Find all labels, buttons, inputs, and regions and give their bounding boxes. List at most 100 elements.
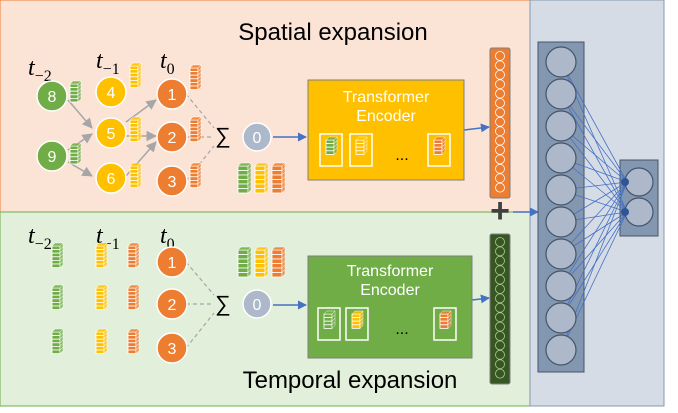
temporal-node-3-label: 3 [168, 341, 177, 358]
spatial-time-label-t-2: t−2 [28, 55, 52, 85]
spatial-feature-5 [129, 116, 142, 143]
network-connection-line [560, 125, 628, 213]
spatial-output-element [495, 88, 505, 99]
spatial-output-element [495, 51, 505, 61]
temporal-title: Temporal expansion [243, 367, 458, 394]
spatial-encoder-title-line2: Encoder [356, 108, 416, 125]
network-output-node [624, 167, 654, 197]
network-output-node [624, 197, 654, 227]
temporal-encoder-token-1-cube [323, 310, 336, 330]
temporal-node-2: 2 [156, 288, 188, 320]
spatial-output-element [495, 69, 505, 80]
temporal-output-element [495, 340, 505, 351]
temporal-encoder-token-3 [433, 307, 457, 341]
spatial-sum-feature-green [237, 162, 252, 194]
spatial-node-6: 6 [95, 162, 127, 194]
spatial-output-element [495, 60, 505, 71]
spatial-encoder-token-1 [319, 133, 343, 167]
spatial-encoder-token-2 [349, 133, 373, 167]
spatial-node-8-label: 8 [48, 89, 57, 106]
temporal-node-3: 3 [156, 332, 188, 364]
temporal-output-element [495, 349, 505, 360]
spatial-encoder-ellipsis: ... [395, 147, 408, 164]
spatial-feature-1 [189, 64, 202, 91]
temporal-sum-dashed-edges [185, 261, 215, 349]
network-hidden-node [545, 270, 577, 302]
spatial-node-2: 2 [156, 121, 188, 153]
spatial-output-element [495, 98, 505, 108]
spatial-node-8: 8 [36, 80, 68, 112]
temporal-encoder-token-1 [317, 307, 341, 341]
spatial-node-4-label: 4 [107, 85, 116, 102]
temporal-output-element [495, 274, 505, 285]
network-connection-line [560, 93, 628, 183]
spatial-output-element [495, 79, 505, 90]
spatial-title: Spatial expansion [238, 19, 427, 46]
temporal-feature-t-2-row2 [51, 284, 64, 311]
temporal-output-element [495, 368, 505, 379]
temporal-feature-t0-row3 [127, 328, 140, 355]
network-hidden-node [545, 78, 577, 110]
temporal-encoder-token-2-cube [351, 310, 364, 330]
temporal-time-label-t0: t0 [160, 223, 175, 253]
temporal-output-element [495, 237, 505, 247]
spatial-node-1: 1 [156, 78, 188, 110]
network-hidden-node [545, 334, 577, 366]
spatial-sum-node-label: 0 [253, 130, 262, 147]
network-hidden-node [545, 238, 577, 270]
network-connection-line [560, 61, 628, 183]
spatial-node-6-label: 6 [107, 171, 116, 188]
temporal-transformer-encoder [307, 255, 473, 359]
spatial-output-element [495, 135, 505, 146]
temporal-node-1-label: 1 [168, 255, 177, 272]
temporal-output-element [495, 265, 505, 276]
temporal-sum-node-label: 0 [253, 297, 262, 314]
flow-arrows [273, 123, 539, 310]
network-input-dot [621, 208, 629, 216]
network-hidden-node [545, 174, 577, 206]
spatial-encoder-title-line1: Transformer [343, 89, 430, 106]
temporal-output-element [495, 293, 505, 304]
temporal-sum-node: 0 [242, 289, 272, 319]
spatial-time-label-t0: t0 [160, 48, 175, 78]
temporal-encoder-ellipsis: ... [395, 321, 408, 338]
temporal-sum-feature-green [237, 246, 252, 278]
network-input-dot [621, 178, 629, 186]
spatial-output-element [495, 107, 505, 118]
temporal-encoder-token-3-cube [439, 310, 452, 330]
spatial-node-1-label: 1 [168, 87, 177, 104]
spatial-output-element [495, 126, 505, 137]
spatial-output-element [495, 163, 505, 174]
network-hidden-node [545, 206, 577, 238]
spatial-sum-node: 0 [242, 122, 272, 152]
network-nodes [545, 46, 654, 366]
combine-plus-icon: + [490, 192, 510, 230]
spatial-node-2-label: 2 [168, 130, 177, 147]
network-hidden-node [545, 142, 577, 174]
network-connection-line [560, 181, 628, 287]
spatial-feature-3 [189, 162, 202, 189]
spatial-encoder-token-1-cube [325, 136, 338, 156]
spatial-output-element [495, 154, 505, 165]
spatial-feature-8 [69, 80, 82, 103]
temporal-output-element [495, 312, 505, 323]
spatial-sum-symbol: ∑ [215, 123, 231, 148]
temporal-feature-t-2-row3 [51, 328, 64, 355]
temporal-feature-t-2-row1 [51, 242, 64, 269]
temporal-encoder-title-line1: Transformer [347, 263, 434, 280]
temporal-encoder-token-2 [345, 307, 369, 341]
temporal-output-element [495, 246, 505, 257]
spatial-feature-9 [69, 142, 82, 165]
temporal-output-element [495, 359, 505, 370]
spatial-sum-feature-orange [271, 162, 286, 194]
spatial-encoder-token-3 [427, 133, 451, 167]
temporal-time-label-t-2: t−2 [28, 223, 52, 253]
spatial-node-5-label: 5 [107, 126, 116, 143]
network-hidden-node [545, 110, 577, 142]
spatial-node-9: 9 [36, 140, 68, 172]
spatial-feature-6 [129, 162, 142, 189]
spatial-time-label-t-1: t−1 [96, 48, 120, 78]
network-connection-line [560, 93, 628, 213]
